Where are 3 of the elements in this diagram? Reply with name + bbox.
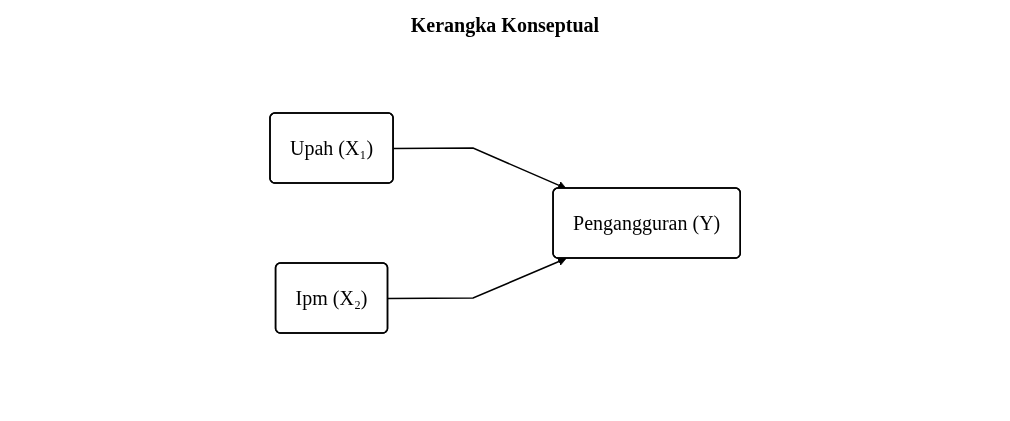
arrow [387,257,567,300]
diagram-title: Kerangka Konseptual [409,14,601,37]
arrow [392,147,567,190]
